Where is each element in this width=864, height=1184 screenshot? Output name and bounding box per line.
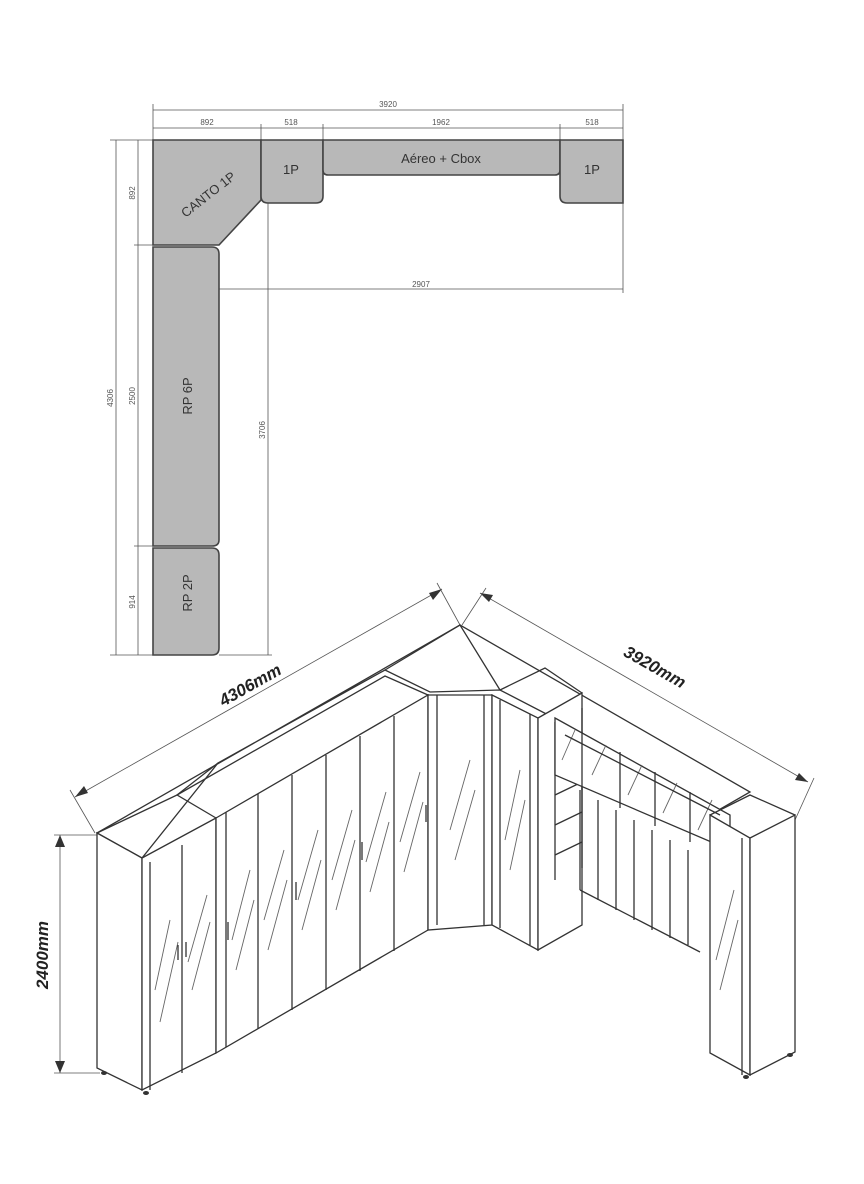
right-end-cabinet (709, 813, 751, 1077)
dim-seg4: 518 (585, 118, 599, 127)
plan-view: 3920 892 518 1962 518 4306 892 2500 914 … (106, 100, 624, 656)
dim-left-bottom: 914 (128, 595, 137, 609)
label-rp2p: RP 2P (180, 574, 195, 611)
module-rp2p (152, 547, 220, 656)
dim-iso-right: 3920mm (620, 642, 689, 692)
dim-left-mid: 2500 (128, 387, 137, 405)
module-corner (152, 139, 262, 246)
dim-total-top: 3920 (379, 100, 397, 109)
dim-inner-height: 3706 (258, 421, 267, 439)
module-1p-left (260, 139, 324, 204)
label-1p-right: 1P (584, 162, 600, 177)
dim-seg1: 892 (200, 118, 214, 127)
dim-iso-left: 4306mm (215, 660, 284, 711)
left-end-cabinet (96, 831, 143, 1092)
dim-iso-height: 2400mm (33, 921, 52, 990)
isometric-view: 4306mm 3920mm 2400mm (33, 582, 815, 1095)
label-aereo: Aéreo + Cbox (401, 151, 481, 166)
dim-left-corner: 892 (128, 186, 137, 200)
label-rp6p: RP 6P (180, 377, 195, 414)
dim-left-total: 4306 (106, 389, 115, 407)
dim-seg3: 1962 (432, 118, 450, 127)
module-rp6p (152, 246, 220, 547)
dim-inner-width: 2907 (412, 280, 430, 289)
left-wall-run (215, 693, 429, 1055)
dim-seg2: 518 (284, 118, 298, 127)
label-1p-left: 1P (283, 162, 299, 177)
module-1p-right (559, 139, 624, 204)
right-1p-cabinet (491, 693, 539, 952)
